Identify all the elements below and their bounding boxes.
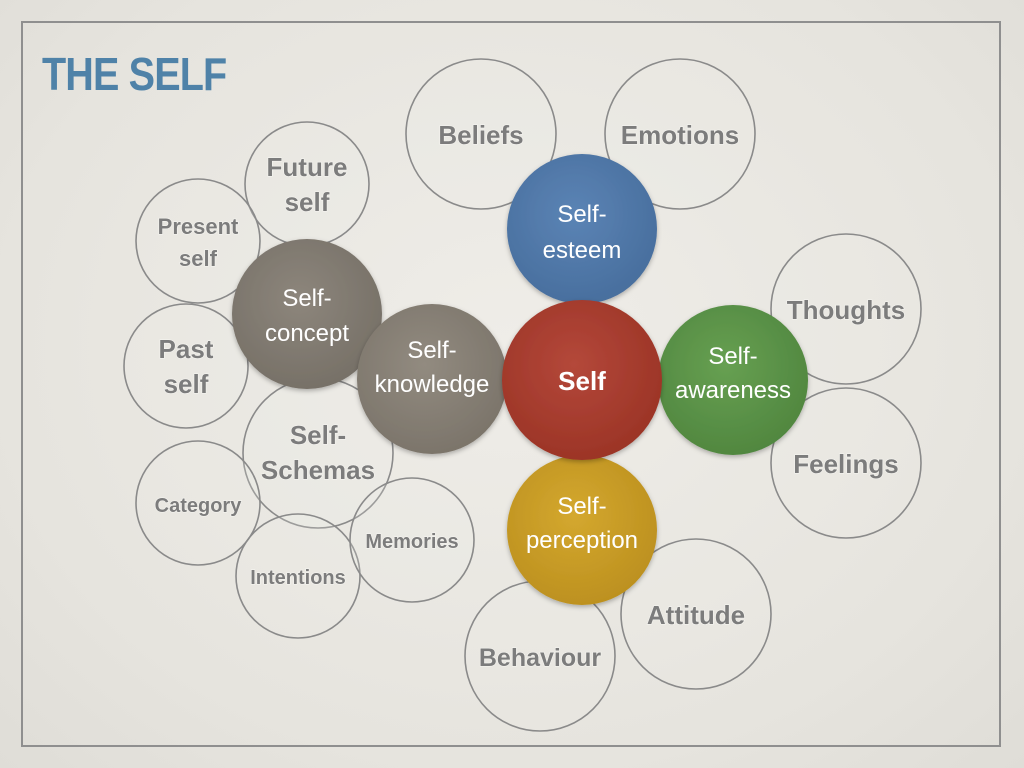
thoughts-label: Thoughts bbox=[787, 295, 905, 325]
behaviour-label: Behaviour bbox=[479, 644, 602, 672]
attitude-circle bbox=[620, 538, 772, 690]
self-perception-label-line-1: Self- bbox=[557, 493, 606, 520]
self-concept-label-line-2: concept bbox=[265, 320, 349, 347]
past-self-label-line-2: self bbox=[164, 369, 209, 399]
self-perception-node bbox=[507, 455, 657, 605]
beliefs-circle bbox=[405, 58, 557, 210]
future-self-label-line-2: self bbox=[285, 187, 330, 217]
past-self-label-line-1: Past bbox=[159, 334, 214, 364]
category-label: Category bbox=[155, 495, 243, 517]
past-self-circle bbox=[123, 303, 249, 429]
thoughts-label-line-1: Thoughts bbox=[787, 295, 905, 325]
future-self-circle bbox=[244, 121, 370, 247]
behaviour-label-line-1: Behaviour bbox=[479, 644, 602, 672]
self-concept-node bbox=[232, 239, 382, 389]
self-knowledge-label-line-2: knowledge bbox=[375, 371, 490, 398]
self-knowledge-label-line-1: Self- bbox=[407, 337, 456, 364]
self-esteem-label: Self-esteem bbox=[543, 201, 622, 264]
beliefs-label: Beliefs bbox=[438, 120, 523, 150]
self-knowledge-node bbox=[357, 304, 507, 454]
self-awareness-label: Self-awareness bbox=[675, 343, 791, 404]
self-esteem-label-line-1: Self- bbox=[557, 201, 606, 228]
self-esteem-node bbox=[507, 154, 657, 304]
attitude-label: Attitude bbox=[647, 600, 745, 630]
slide-title: THE SELF bbox=[42, 48, 227, 100]
self-awareness-node bbox=[658, 305, 808, 455]
self-awareness-label-line-1: Self- bbox=[708, 343, 757, 370]
self-esteem-label-line-2: esteem bbox=[543, 237, 622, 264]
feelings-label-line-1: Feelings bbox=[793, 449, 898, 479]
memories-label: Memories bbox=[365, 531, 458, 553]
self-schemas-label-line-1: Self- bbox=[290, 420, 346, 450]
self-center-node bbox=[502, 300, 662, 460]
attitude-label-line-1: Attitude bbox=[647, 600, 745, 630]
self-knowledge-label: Self-knowledge bbox=[375, 337, 490, 398]
feelings-label: Feelings bbox=[793, 449, 898, 479]
category-circle bbox=[135, 440, 261, 566]
self-schemas-label: Self- Schemas bbox=[261, 420, 375, 485]
self-concept-label: Self-concept bbox=[265, 285, 349, 347]
intentions-label: Intentions bbox=[250, 567, 346, 589]
memories-circle bbox=[349, 477, 475, 603]
self-awareness-label-line-2: awareness bbox=[675, 377, 791, 404]
emotions-label-line-1: Emotions bbox=[621, 120, 739, 150]
present-self-label-line-1: Present bbox=[158, 214, 239, 239]
thoughts-circle bbox=[770, 233, 922, 385]
self-perception-label-line-2: perception bbox=[526, 527, 638, 554]
self-concept-label-line-1: Self- bbox=[282, 285, 331, 312]
self-center-label-line-1: Self bbox=[558, 366, 606, 396]
future-self-label: Future self bbox=[267, 152, 348, 217]
slide-frame bbox=[21, 21, 1001, 747]
feelings-circle bbox=[770, 387, 922, 539]
present-self-label: Present self bbox=[158, 214, 239, 271]
present-self-label-line-2: self bbox=[179, 246, 218, 271]
self-center-label: Self bbox=[558, 366, 606, 396]
past-self-label: Past self bbox=[159, 334, 214, 399]
self-perception-label: Self-perception bbox=[526, 493, 638, 554]
self-schemas-label-line-2: Schemas bbox=[261, 455, 375, 485]
memories-label-line-1: Memories bbox=[365, 531, 458, 553]
emotions-circle bbox=[604, 58, 756, 210]
emotions-label: Emotions bbox=[621, 120, 739, 150]
future-self-label-line-1: Future bbox=[267, 152, 348, 182]
intentions-circle bbox=[235, 513, 361, 639]
intentions-label-line-1: Intentions bbox=[250, 567, 346, 589]
category-label-line-1: Category bbox=[155, 495, 243, 517]
beliefs-label-line-1: Beliefs bbox=[438, 120, 523, 150]
present-self-circle bbox=[135, 178, 261, 304]
